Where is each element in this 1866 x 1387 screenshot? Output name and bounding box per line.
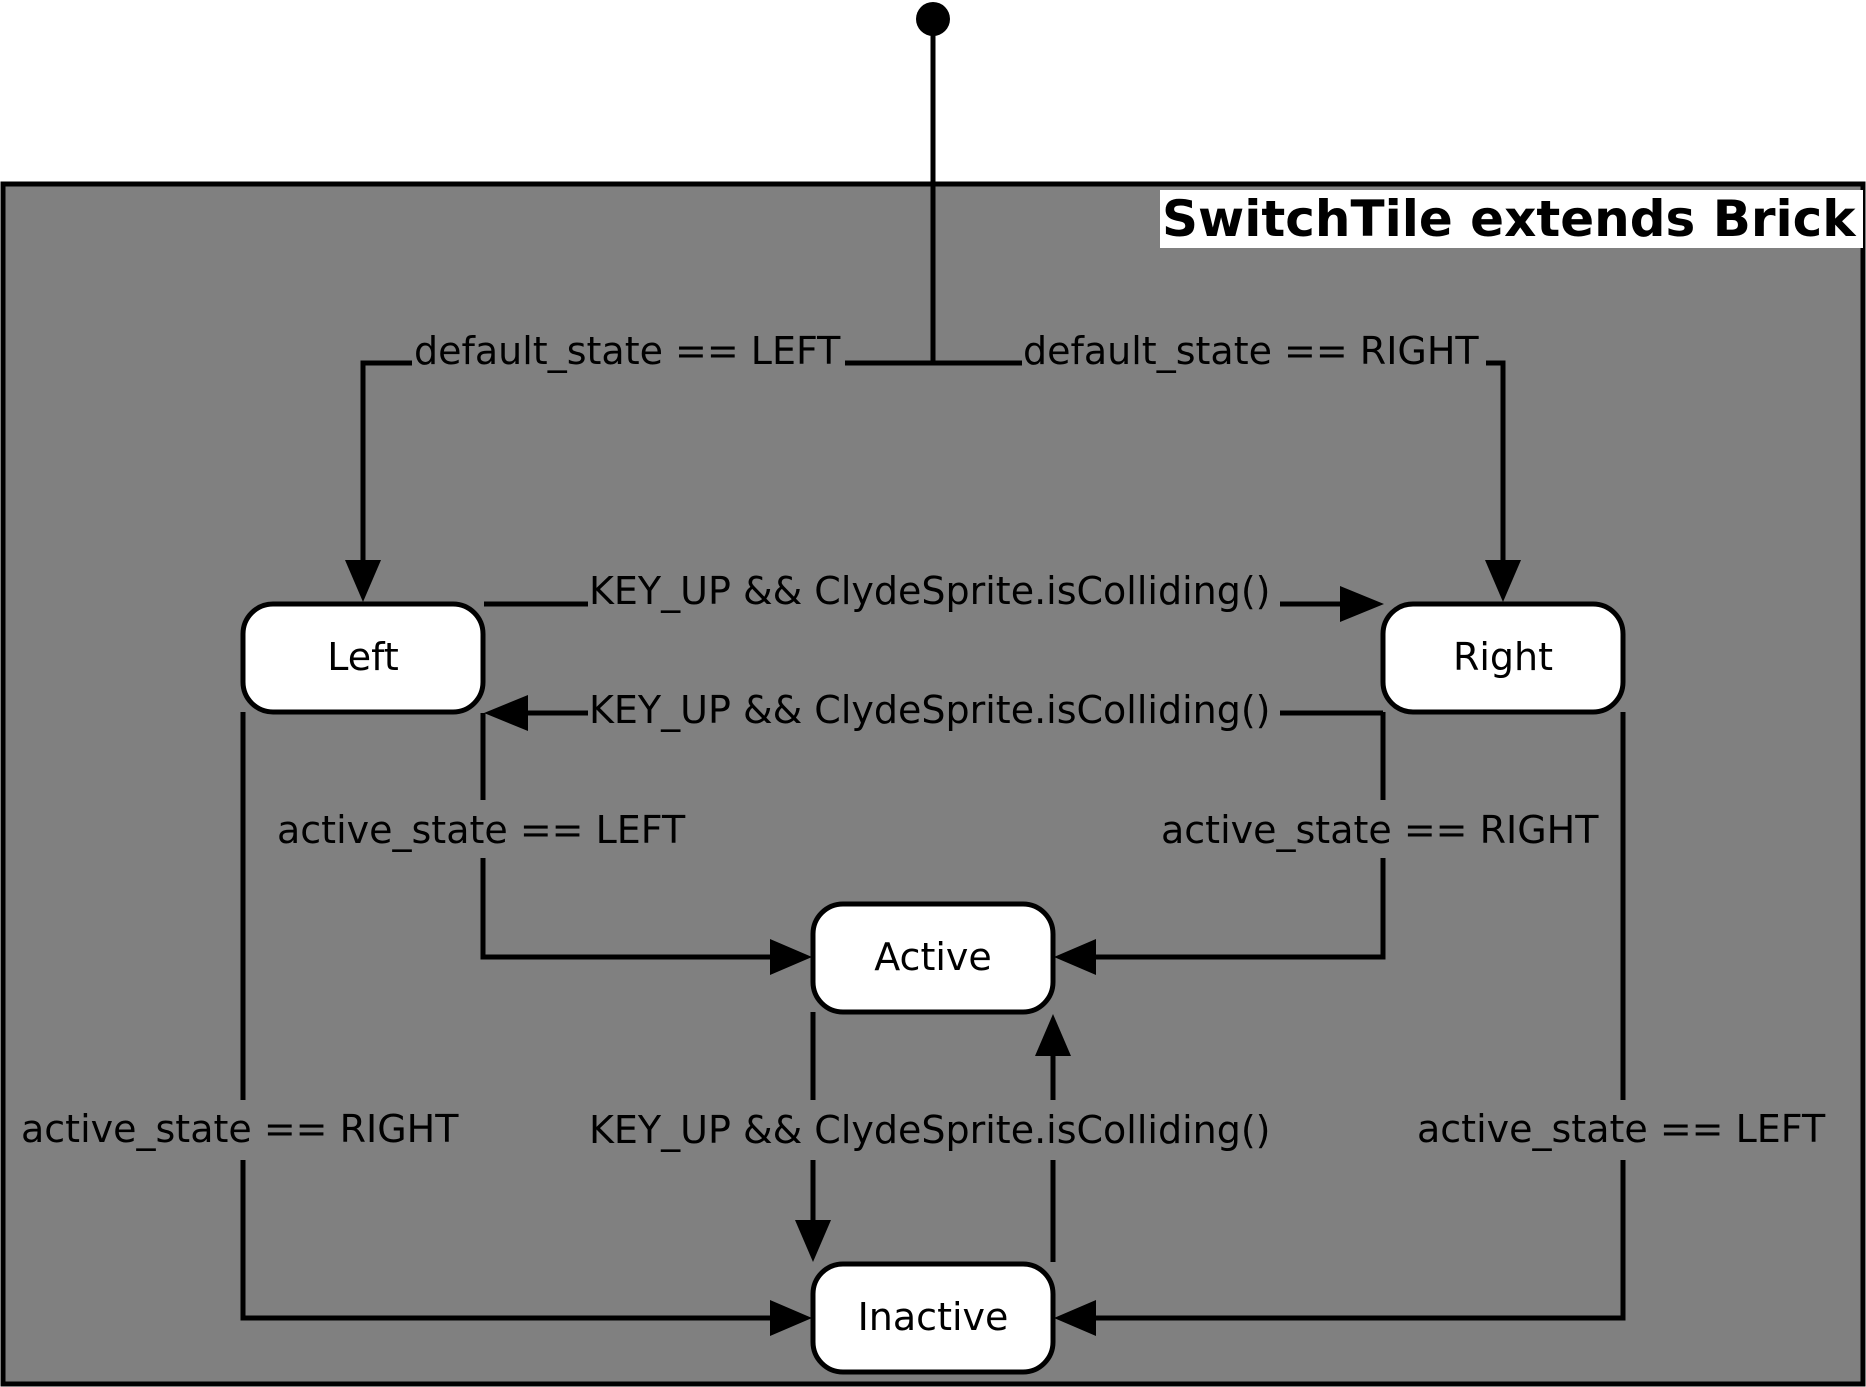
edge-right-left-a [1280, 710, 1386, 716]
label-left-inactive: active_state == RIGHT [21, 1107, 459, 1151]
label-active-inactive: KEY_UP && ClydeSprite.isColliding() [589, 1108, 1271, 1152]
arrowhead-right-left [484, 695, 528, 731]
label-right-active: active_state == RIGHT [1161, 808, 1599, 852]
edge-init-left-path [360, 360, 412, 580]
state-right-label: Right [1453, 635, 1553, 679]
arrowhead-right-inactive [1054, 1300, 1096, 1336]
arrowhead-left-active [770, 939, 812, 975]
arrowhead-init-right [1485, 560, 1521, 602]
arrowhead-left-inactive [770, 1300, 812, 1336]
label-init-right: default_state == RIGHT [1023, 329, 1479, 373]
state-active: Active [810, 901, 1056, 1015]
state-left: Left [240, 601, 486, 715]
arrowhead-active-inactive [795, 1220, 831, 1262]
label-right-left: KEY_UP && ClydeSprite.isColliding() [589, 688, 1271, 732]
edge-left-inactive-b [240, 1160, 790, 1321]
arrowhead-left-right [1340, 586, 1384, 622]
state-active-label: Active [874, 935, 992, 979]
label-init-left: default_state == LEFT [414, 329, 841, 373]
edge-right-active-b [1076, 858, 1386, 960]
label-left-right: KEY_UP && ClydeSprite.isColliding() [589, 569, 1271, 613]
container-title: SwitchTile extends Brick [1162, 190, 1857, 248]
state-inactive: Inactive [810, 1261, 1056, 1375]
container-box [0, 181, 1866, 1387]
state-inactive-label: Inactive [858, 1295, 1009, 1339]
arrowhead-inactive-active [1035, 1014, 1071, 1056]
state-right: Right [1380, 601, 1626, 715]
arrowhead-init-left [345, 560, 381, 602]
edge-right-inactive-b [1076, 1160, 1626, 1321]
arrowhead-right-active [1054, 939, 1096, 975]
title-background [1160, 190, 1863, 248]
label-left-active: active_state == LEFT [277, 808, 686, 852]
edge-left-active-b [480, 858, 790, 960]
label-right-inactive: active_state == LEFT [1417, 1107, 1826, 1151]
edge-init-right-path [1486, 360, 1506, 580]
state-left-label: Left [327, 635, 399, 679]
